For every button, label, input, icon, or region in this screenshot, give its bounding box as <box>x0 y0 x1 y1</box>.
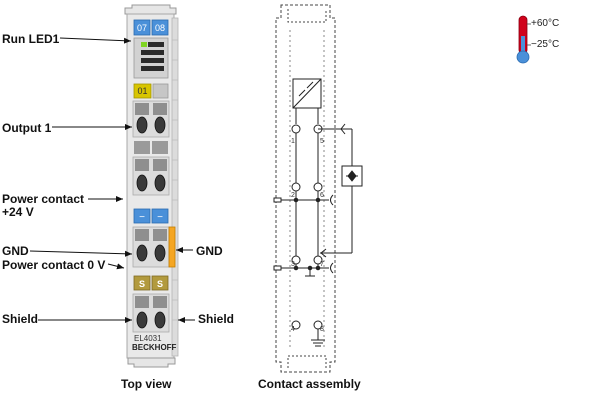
pin-8-label: 8 <box>320 326 324 333</box>
power-contact-24v-label-line1: Power contact <box>2 192 85 206</box>
gnd-orange-marker <box>168 226 176 268</box>
terminal-2-screw <box>136 174 148 192</box>
model-label: EL4031 <box>134 334 162 343</box>
pin-6-label: 6 <box>320 192 324 199</box>
terminal-6-screw <box>154 174 166 192</box>
power-contact-24v-label-line2: +24 V <box>2 205 34 219</box>
badge-minus-left <box>133 208 151 224</box>
badge-01-text: 01 <box>137 86 147 96</box>
pin-1-label: 1 <box>291 138 295 145</box>
label-arrows <box>29 37 195 323</box>
shield-right-label: Shield <box>198 312 235 326</box>
badge-minus-right <box>151 208 169 224</box>
pin-4-label: 4 <box>291 326 295 333</box>
badge-01 <box>133 83 152 99</box>
badge-s-right <box>151 275 169 291</box>
pin-7-label: 7 <box>320 261 324 268</box>
pin-2-label: 2 <box>291 192 295 199</box>
gnd-left-label: GND <box>2 244 29 258</box>
badge-minus-right-text: − <box>157 212 163 223</box>
contact-assembly <box>273 4 363 373</box>
terminal-top-view: 07 08 01 − − <box>124 4 179 368</box>
terminal-1-screw <box>136 116 148 134</box>
badge-07-text: 07 <box>137 23 147 33</box>
temp-max-label: +60°C <box>531 18 560 29</box>
run-led-label: Run LED1 <box>2 32 60 46</box>
terminal-4-screw <box>136 311 148 329</box>
contact-assembly-caption: Contact assembly <box>258 377 361 391</box>
badge-07 <box>133 19 151 36</box>
terminal-3-screw <box>136 244 148 262</box>
badge-s-left <box>133 275 151 291</box>
gnd-right-label: GND <box>196 244 223 258</box>
badge-minus-left-text: − <box>139 212 145 223</box>
power-contact-0v-label: Power contact 0 V <box>2 258 106 272</box>
badge-08-text: 08 <box>155 23 165 33</box>
badge-s-left-text: S <box>139 279 145 289</box>
brand-label: BECKHOFF <box>132 343 177 352</box>
thermometer-icon <box>516 15 531 64</box>
shield-left-label: Shield <box>2 312 39 326</box>
terminal-7-screw <box>154 244 166 262</box>
badge-s-right-text: S <box>157 279 163 289</box>
terminal-5-screw <box>154 116 166 134</box>
temp-min-label: −25°C <box>531 39 560 50</box>
output1-label: Output 1 <box>2 121 52 135</box>
run-led <box>141 42 147 47</box>
top-view-caption: Top view <box>121 377 172 391</box>
pin-5-label: 5 <box>320 138 324 145</box>
pin-3-label: 3 <box>291 261 295 268</box>
terminal-8-screw <box>154 311 166 329</box>
badge-08 <box>151 19 169 36</box>
